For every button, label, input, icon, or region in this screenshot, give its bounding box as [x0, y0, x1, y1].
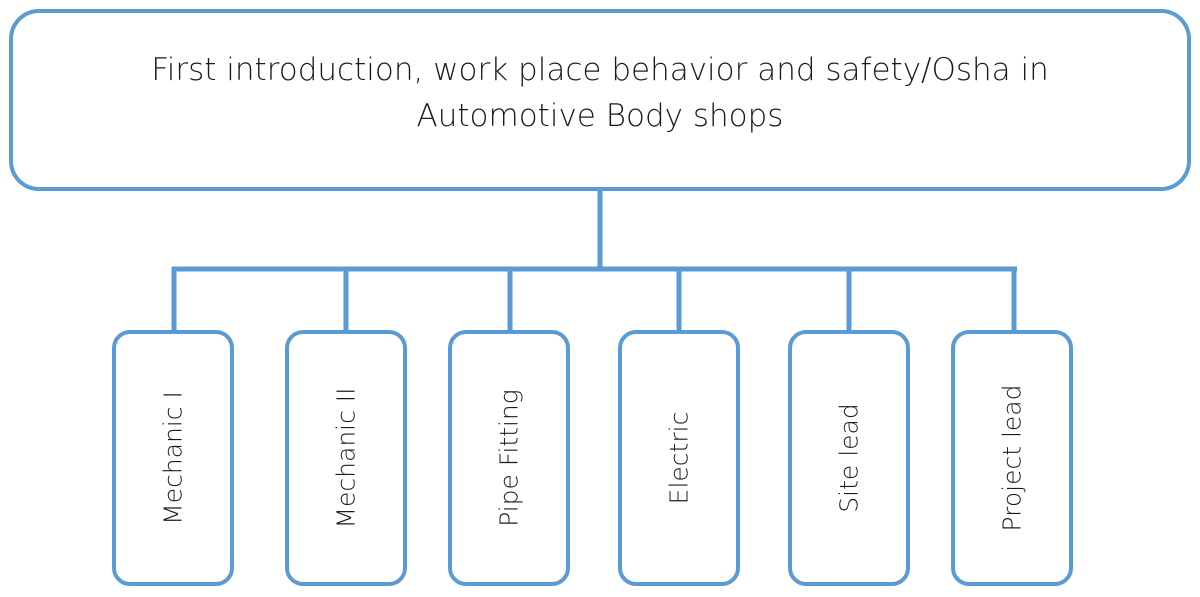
root-node-label-line-2: Automotive Body shops	[416, 98, 784, 134]
child-node-label: Project lead	[997, 384, 1027, 532]
root-node-label-line-1: First introduction, work place behavior …	[151, 52, 1049, 88]
child-node-electric: Electric	[618, 330, 740, 586]
child-node-label: Electric	[664, 411, 694, 505]
root-node: First introduction, work place behavior …	[9, 9, 1191, 191]
child-node-label: Mechanic I	[158, 391, 188, 525]
child-node-mechanic-i: Mechanic I	[112, 330, 234, 586]
child-node-label: Site lead	[834, 403, 864, 513]
root-node-label: First introduction, work place behavior …	[120, 47, 1080, 139]
child-node-label: Mechanic II	[331, 387, 361, 529]
child-node-site-lead: Site lead	[788, 330, 910, 586]
child-node-project-lead: Project lead	[951, 330, 1073, 586]
child-node-mechanic-ii: Mechanic II	[285, 330, 407, 586]
child-node-label: Pipe Fitting	[494, 389, 524, 527]
child-node-pipe-fitting: Pipe Fitting	[448, 330, 570, 586]
